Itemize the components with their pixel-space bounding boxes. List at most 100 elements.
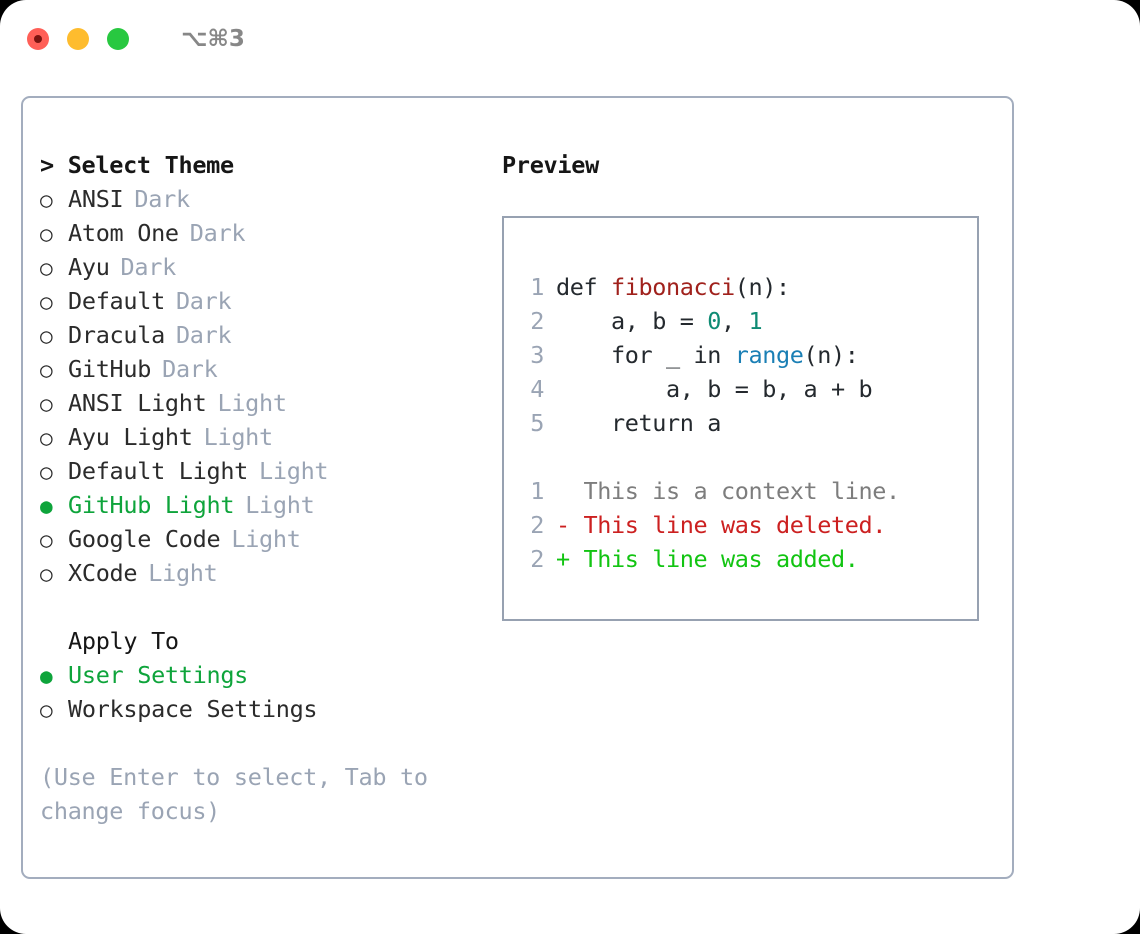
keyboard-hint-text: (Use Enter to select, Tab to change focu… <box>40 763 428 825</box>
theme-option-google-code[interactable]: ○ Google Code Light <box>40 522 490 556</box>
radio-selected-icon: ● <box>40 494 53 518</box>
option-variant-tag: Dark <box>134 185 190 213</box>
keyboard-shortcut-label: ⌥⌘3 <box>181 26 245 52</box>
line-number: 2 <box>530 511 544 539</box>
option-variant-tag: Light <box>231 525 301 553</box>
line-number: 1 <box>530 273 544 301</box>
code-token-add: + This line was added. <box>556 545 859 573</box>
code-token-del: - This line was deleted. <box>556 511 886 539</box>
option-label: User Settings <box>68 661 249 689</box>
select-theme-title: > Select Theme <box>40 151 234 179</box>
line-number: 2 <box>530 307 544 335</box>
line-number: 5 <box>530 409 544 437</box>
code-token-num: 1 <box>748 307 763 335</box>
theme-option-ansi-light[interactable]: ○ ANSI Light Light <box>40 386 490 420</box>
code-line: 1 def fibonacci(n): <box>518 270 969 304</box>
code-line: 2 a, b = 0, 1 <box>518 304 969 338</box>
theme-option-default[interactable]: ○ Default Dark <box>40 284 490 318</box>
radio-unselected-icon: ○ <box>40 358 53 382</box>
minimize-window-button[interactable] <box>67 28 89 50</box>
option-label: GitHub <box>68 355 152 383</box>
code-line-text: def fibonacci(n): <box>556 270 790 304</box>
code-line-text: + This line was added. <box>556 542 859 576</box>
option-label: ANSI <box>68 185 124 213</box>
close-window-button[interactable] <box>27 28 49 50</box>
radio-unselected-icon: ○ <box>40 528 53 552</box>
radio-unselected-icon: ○ <box>40 290 53 314</box>
code-token-num: 0 <box>707 307 721 335</box>
code-token-plain: (n): <box>734 273 790 301</box>
code-line-text: This is a context line. <box>556 474 900 508</box>
option-label: Default Light <box>68 457 249 485</box>
code-line: 2 + This line was added. <box>518 542 969 576</box>
code-line: 4 a, b = b, a + b <box>518 372 969 406</box>
option-variant-tag: Light <box>148 559 218 587</box>
apply-to-option-workspace-settings[interactable]: ○ Workspace Settings <box>40 692 490 726</box>
apply-to-option-user-settings[interactable]: ● User Settings <box>40 658 490 692</box>
radio-unselected-icon: ○ <box>40 188 53 212</box>
code-blank-line <box>518 440 969 474</box>
option-variant-tag: Dark <box>120 253 177 281</box>
theme-option-atom-one[interactable]: ○ Atom One Dark <box>40 216 490 250</box>
code-line-text: return a <box>556 406 721 440</box>
theme-option-ansi[interactable]: ○ ANSI Dark <box>40 182 490 216</box>
title-bar: ⌥⌘3 <box>0 0 1140 78</box>
code-token-ctx: This is a context line. <box>556 477 900 505</box>
option-variant-tag: Light <box>217 389 287 417</box>
option-variant-tag: Dark <box>175 287 232 315</box>
option-label: Ayu <box>68 253 110 281</box>
line-number: 3 <box>530 341 544 369</box>
code-token-plain: (n): <box>803 341 859 369</box>
code-token-plain: , <box>720 307 749 335</box>
radio-selected-icon: ● <box>40 664 53 688</box>
option-label: GitHub Light <box>68 491 235 519</box>
preview-title: Preview <box>502 151 599 179</box>
radio-unselected-icon: ○ <box>40 392 53 416</box>
maximize-window-button[interactable] <box>107 28 129 50</box>
option-label: Google Code <box>68 525 221 553</box>
code-line: 2 - This line was deleted. <box>518 508 969 542</box>
radio-unselected-icon: ○ <box>40 222 53 246</box>
apply-to-option-list[interactable]: ● User Settings ○ Workspace Settings <box>40 658 490 726</box>
option-label: ANSI Light <box>68 389 207 417</box>
traffic-lights <box>27 28 129 50</box>
radio-unselected-icon: ○ <box>40 698 53 722</box>
code-line-text: - This line was deleted. <box>556 508 886 542</box>
option-variant-tag: Dark <box>189 219 246 247</box>
line-number: 2 <box>530 545 544 573</box>
option-label: Atom One <box>68 219 179 247</box>
option-variant-tag: Dark <box>162 355 218 383</box>
option-variant-tag: Dark <box>175 321 232 349</box>
theme-option-github-light[interactable]: ● GitHub Light Light <box>40 488 490 522</box>
code-line: 3 for _ in range(n): <box>518 338 969 372</box>
code-token-plain: for _ in <box>556 341 735 369</box>
theme-option-github[interactable]: ○ GitHub Dark <box>40 352 490 386</box>
option-label: Workspace Settings <box>68 695 318 723</box>
code-token-call: range <box>734 341 804 369</box>
radio-unselected-icon: ○ <box>40 324 53 348</box>
option-label: Default <box>68 287 165 315</box>
option-variant-tag: Light <box>245 491 315 519</box>
option-label: Ayu Light <box>68 423 193 451</box>
code-token-plain: def <box>556 273 611 301</box>
option-variant-tag: Light <box>259 457 329 485</box>
code-line-text: a, b = 0, 1 <box>556 304 763 338</box>
radio-unselected-icon: ○ <box>40 256 53 280</box>
option-label: XCode <box>68 559 138 587</box>
option-variant-tag: Light <box>203 423 274 451</box>
theme-option-ayu[interactable]: ○ Ayu Dark <box>40 250 490 284</box>
code-line: 5 return a <box>518 406 969 440</box>
code-token-plain: a, b = b, a + b <box>556 375 873 403</box>
code-line: 1 This is a context line. <box>518 474 969 508</box>
code-token-plain: a, b = <box>556 307 708 335</box>
